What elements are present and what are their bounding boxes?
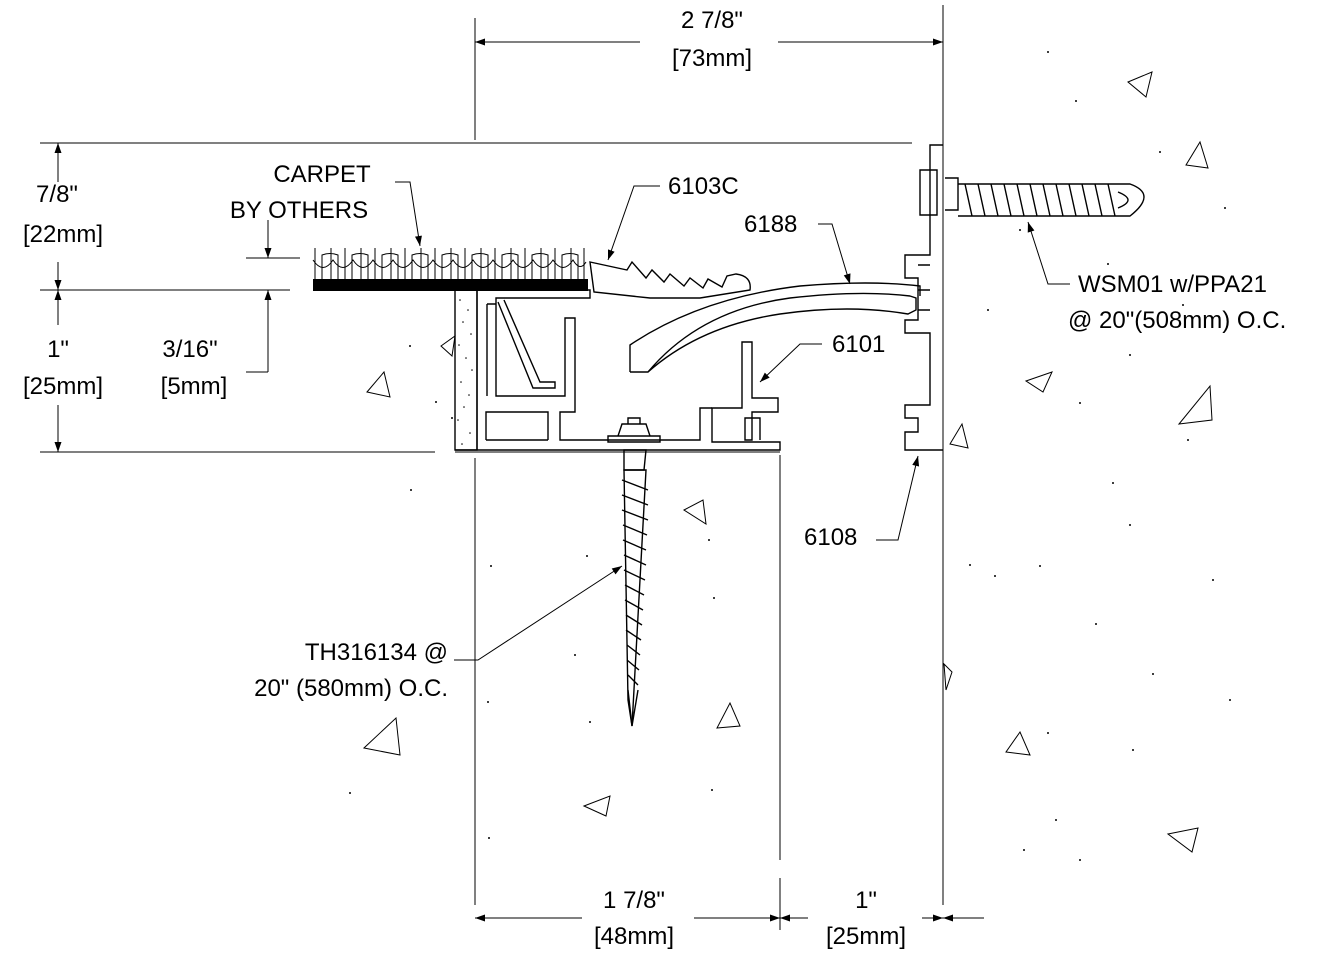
label-6101: 6101	[832, 331, 885, 358]
part-6103c-gripper	[589, 260, 751, 299]
label-6108: 6108	[804, 524, 857, 551]
part-6101-base-frame	[454, 289, 781, 451]
leader-lines	[395, 181, 1070, 661]
dim-bottom-left-imperial: 1 7/8"	[603, 887, 665, 914]
dimension-lines	[40, 38, 984, 930]
dim-bottom-left-metric: [48mm]	[594, 923, 674, 950]
dim-left-upper-imperial: 7/8"	[36, 181, 78, 208]
substrate-outlines	[40, 5, 944, 905]
dim-left-lower-metric: [25mm]	[23, 373, 103, 400]
dim-carpet-gap-metric: [5mm]	[161, 373, 228, 400]
dim-top-metric: [73mm]	[672, 45, 752, 72]
label-6103c: 6103C	[668, 173, 739, 200]
carpet	[312, 248, 588, 291]
dim-bottom-right-metric: [25mm]	[826, 923, 906, 950]
dim-left-upper-metric: [22mm]	[23, 221, 103, 248]
floor-screw-th316134	[607, 417, 661, 727]
part-6108-wall-frame	[904, 144, 943, 451]
label-6188: 6188	[744, 211, 797, 238]
label-floor-screw-line1: TH316134 @	[305, 639, 448, 666]
label-wall-anchor-line2: @ 20"(508mm) O.C.	[1068, 307, 1286, 334]
label-carpet-line1: CARPET	[273, 161, 371, 188]
wall-anchor-wsm01	[945, 177, 1145, 217]
dim-bottom-right-imperial: 1"	[855, 887, 877, 914]
label-floor-screw-line2: 20" (580mm) O.C.	[254, 675, 448, 702]
label-carpet-line2: BY OTHERS	[230, 197, 368, 224]
dim-carpet-gap-imperial: 3/16"	[162, 336, 217, 363]
dim-left-lower-imperial: 1"	[47, 336, 69, 363]
label-wall-anchor-line1: WSM01 w/PPA21	[1078, 271, 1267, 298]
concrete-aggregate-texture	[349, 51, 1231, 861]
part-6188-cover	[629, 282, 921, 373]
dim-top-imperial: 2 7/8"	[681, 7, 743, 34]
